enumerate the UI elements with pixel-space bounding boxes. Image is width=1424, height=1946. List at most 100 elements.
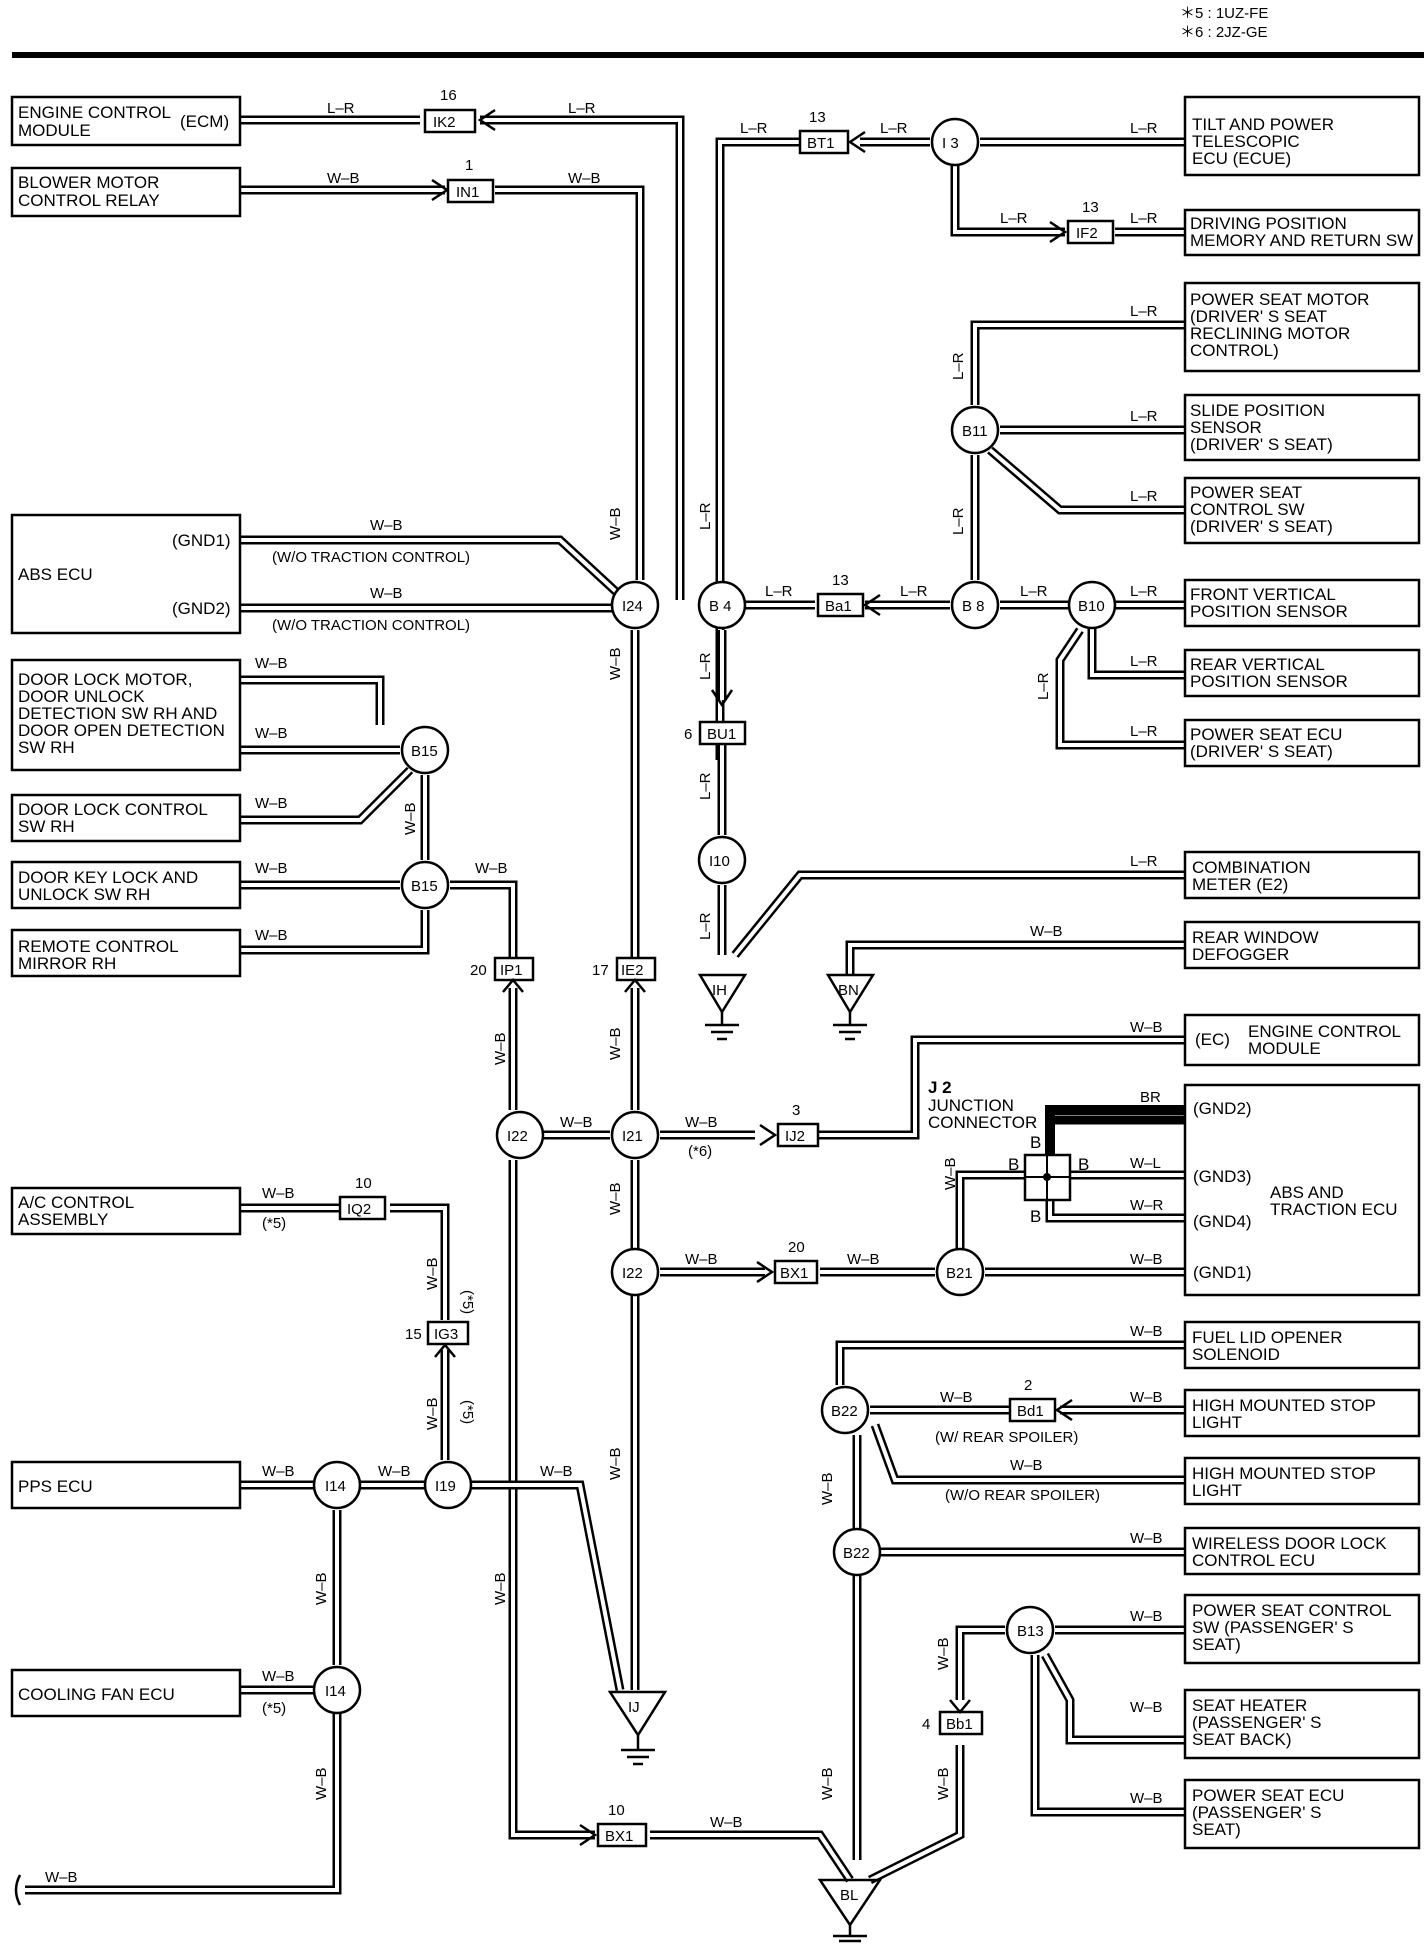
svg-text:(W/O TRACTION CONTROL): (W/O TRACTION CONTROL) — [272, 617, 470, 634]
svg-text:W–B: W–B — [424, 1257, 441, 1290]
svg-text:REAR VERTICAL: REAR VERTICAL — [1190, 655, 1325, 674]
svg-text:BT1: BT1 — [807, 135, 835, 152]
svg-text:W–B: W–B — [1130, 1699, 1163, 1716]
svg-text:(DRIVER' S SEAT): (DRIVER' S SEAT) — [1190, 517, 1333, 536]
svg-text:(DRIVER' S SEAT): (DRIVER' S SEAT) — [1190, 742, 1333, 761]
svg-text:SENSOR: SENSOR — [1190, 418, 1262, 437]
svg-text:(DRIVER' S SEAT: (DRIVER' S SEAT — [1190, 307, 1327, 326]
component-pps-ecu: PPS ECU — [10, 1460, 242, 1510]
svg-text:SEAT HEATER: SEAT HEATER — [1192, 1696, 1307, 1715]
svg-text:IG3: IG3 — [434, 1326, 458, 1343]
svg-text:L–R: L–R — [1020, 583, 1048, 600]
svg-text:(W/ REAR SPOILER): (W/ REAR SPOILER) — [935, 1429, 1078, 1446]
svg-text:L–R: L–R — [1130, 583, 1158, 600]
svg-text:L–R: L–R — [1130, 653, 1158, 670]
svg-text:W–L: W–L — [1130, 1155, 1161, 1172]
svg-text:2: 2 — [1024, 1377, 1032, 1394]
svg-text:(DRIVER' S SEAT): (DRIVER' S SEAT) — [1190, 435, 1333, 454]
svg-text:BLOWER MOTOR: BLOWER MOTOR — [18, 173, 159, 192]
svg-text:6: 6 — [684, 726, 692, 743]
node-b22-b: B22 — [832, 1527, 882, 1577]
component-abs-traction-ecu: (GND2) (GND3) (GND4) (GND1) ABS AND TRAC… — [1183, 1083, 1421, 1297]
svg-text:W–B: W–B — [819, 1767, 836, 1800]
svg-text:17: 17 — [592, 962, 609, 979]
svg-text:L–R: L–R — [697, 652, 714, 680]
svg-text:B: B — [1030, 1133, 1041, 1152]
svg-text:DOOR LOCK MOTOR,: DOOR LOCK MOTOR, — [18, 670, 192, 689]
node-i14-a: I14 — [312, 1460, 362, 1510]
svg-text:16: 16 — [440, 87, 457, 104]
svg-text:L–R: L–R — [1130, 853, 1158, 870]
svg-text:DOOR OPEN DETECTION: DOOR OPEN DETECTION — [18, 721, 225, 740]
component-power-seat-control-sw-passenger: POWER SEAT CONTROL SW (PASSENGER' S SEAT… — [1183, 1593, 1421, 1665]
svg-text:IH: IH — [712, 982, 727, 999]
component-high-mounted-stop-light-1: HIGH MOUNTED STOP LIGHT — [1183, 1388, 1421, 1438]
svg-text:(GND1): (GND1) — [1193, 1263, 1252, 1282]
svg-text:10: 10 — [608, 1802, 625, 1819]
svg-text:BX1: BX1 — [605, 1828, 633, 1845]
note-2jzge: ＊6 : 2JZ-GE — [1180, 24, 1268, 41]
component-power-seat-ecu-driver: POWER SEAT ECU (DRIVER' S SEAT) — [1183, 718, 1421, 768]
svg-text:POSITION SENSOR: POSITION SENSOR — [1190, 672, 1348, 691]
ground-bl: BL — [817, 1878, 883, 1943]
svg-text:A/C CONTROL: A/C CONTROL — [18, 1193, 134, 1212]
svg-text:SLIDE POSITION: SLIDE POSITION — [1190, 401, 1325, 420]
svg-text:I24: I24 — [622, 598, 643, 615]
svg-text:POWER SEAT MOTOR: POWER SEAT MOTOR — [1190, 290, 1369, 309]
svg-text:W–B: W–B — [45, 1869, 78, 1886]
svg-text:SEAT): SEAT) — [1192, 1820, 1241, 1839]
svg-text:W–B: W–B — [370, 517, 403, 534]
svg-text:W–B: W–B — [607, 507, 624, 540]
junction-connector-j2: J 2 JUNCTION CONNECTOR B B B B — [928, 1078, 1089, 1226]
svg-text:W–B: W–B — [424, 1397, 441, 1430]
svg-text:W–B: W–B — [607, 1447, 624, 1480]
svg-text:B15: B15 — [411, 878, 438, 895]
svg-text:L–R: L–R — [1130, 210, 1158, 227]
svg-text:B22: B22 — [831, 1403, 858, 1420]
svg-text:BR: BR — [1140, 1089, 1161, 1106]
svg-text:I14: I14 — [325, 1478, 346, 1495]
svg-text:LIGHT: LIGHT — [1192, 1481, 1242, 1500]
svg-text:W–B: W–B — [935, 1637, 952, 1670]
svg-text:L–R: L–R — [1035, 672, 1052, 700]
svg-text:(GND2): (GND2) — [172, 599, 231, 618]
svg-text:FUEL LID OPENER: FUEL LID OPENER — [1192, 1328, 1343, 1347]
note-1uzfe: ＊5 : 1UZ-FE — [1180, 5, 1268, 22]
svg-text:W–B: W–B — [1130, 1251, 1163, 1268]
svg-text:WIRELESS DOOR LOCK: WIRELESS DOOR LOCK — [1192, 1534, 1387, 1553]
svg-text:METER (E2): METER (E2) — [1192, 875, 1288, 894]
component-ac-control: A/C CONTROL ASSEMBLY — [10, 1186, 242, 1236]
node-i21: I21 — [610, 1110, 660, 1160]
wire-color-labels: L–R L–R W–B W–B L–R L–R L–R L–R L–R L–R … — [45, 100, 1164, 1886]
component-ecm: ENGINE CONTROL MODULE (ECM) — [10, 95, 242, 147]
svg-text:B: B — [1008, 1155, 1019, 1174]
svg-text:W–B: W–B — [710, 1814, 743, 1831]
svg-text:(W/O TRACTION CONTROL): (W/O TRACTION CONTROL) — [272, 549, 470, 566]
node-b8: B 8 — [950, 580, 1000, 630]
svg-text:L–R: L–R — [1130, 408, 1158, 425]
svg-text:(*5): (*5) — [459, 1290, 476, 1314]
svg-text:W–B: W–B — [1010, 1457, 1043, 1474]
ground-ij: IJ — [607, 1690, 668, 1766]
svg-text:SW RH: SW RH — [18, 817, 75, 836]
svg-text:W–B: W–B — [492, 1032, 509, 1065]
svg-text:W–B: W–B — [607, 1027, 624, 1060]
svg-text:L–R: L–R — [327, 100, 355, 117]
svg-text:(PASSENGER' S: (PASSENGER' S — [1192, 1713, 1322, 1732]
svg-text:BU1: BU1 — [707, 726, 736, 743]
splice-nodes: I 3 B11 B 4 B 8 B10 I24 B15 B15 I10 I22 … — [312, 117, 1117, 1715]
svg-text:I 3: I 3 — [942, 135, 959, 152]
svg-text:W–B: W–B — [255, 927, 288, 944]
node-b15-b: B15 — [400, 860, 450, 910]
svg-text:ABS ECU: ABS ECU — [18, 565, 93, 584]
svg-text:B 8: B 8 — [962, 598, 985, 615]
component-wireless-door-lock-ecu: WIRELESS DOOR LOCK CONTROL ECU — [1183, 1526, 1421, 1576]
node-i24: I24 — [610, 580, 660, 630]
